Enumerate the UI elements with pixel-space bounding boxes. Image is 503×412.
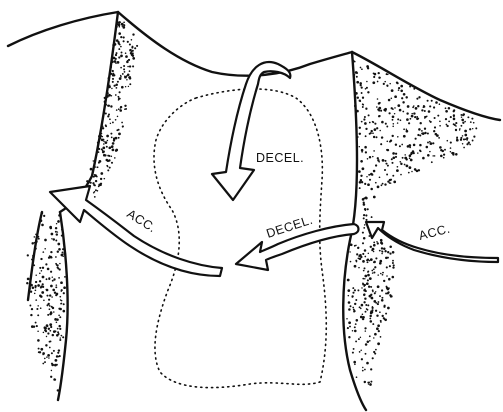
tooth-outline-top-right — [352, 52, 500, 120]
root-edge-left — [58, 212, 68, 400]
tooth-outline-top-left — [8, 12, 118, 212]
tooth-outline-top-mid — [118, 12, 352, 76]
label-acc-left: ACC. — [124, 207, 158, 236]
stipple-right-root — [346, 236, 395, 386]
label-acc-right: ACC. — [417, 222, 451, 243]
label-decel-top: DECEL. — [256, 151, 304, 165]
decel-arrow-top — [212, 62, 290, 200]
acc-arrow-left — [50, 186, 222, 276]
stipple-left-root — [26, 212, 66, 392]
